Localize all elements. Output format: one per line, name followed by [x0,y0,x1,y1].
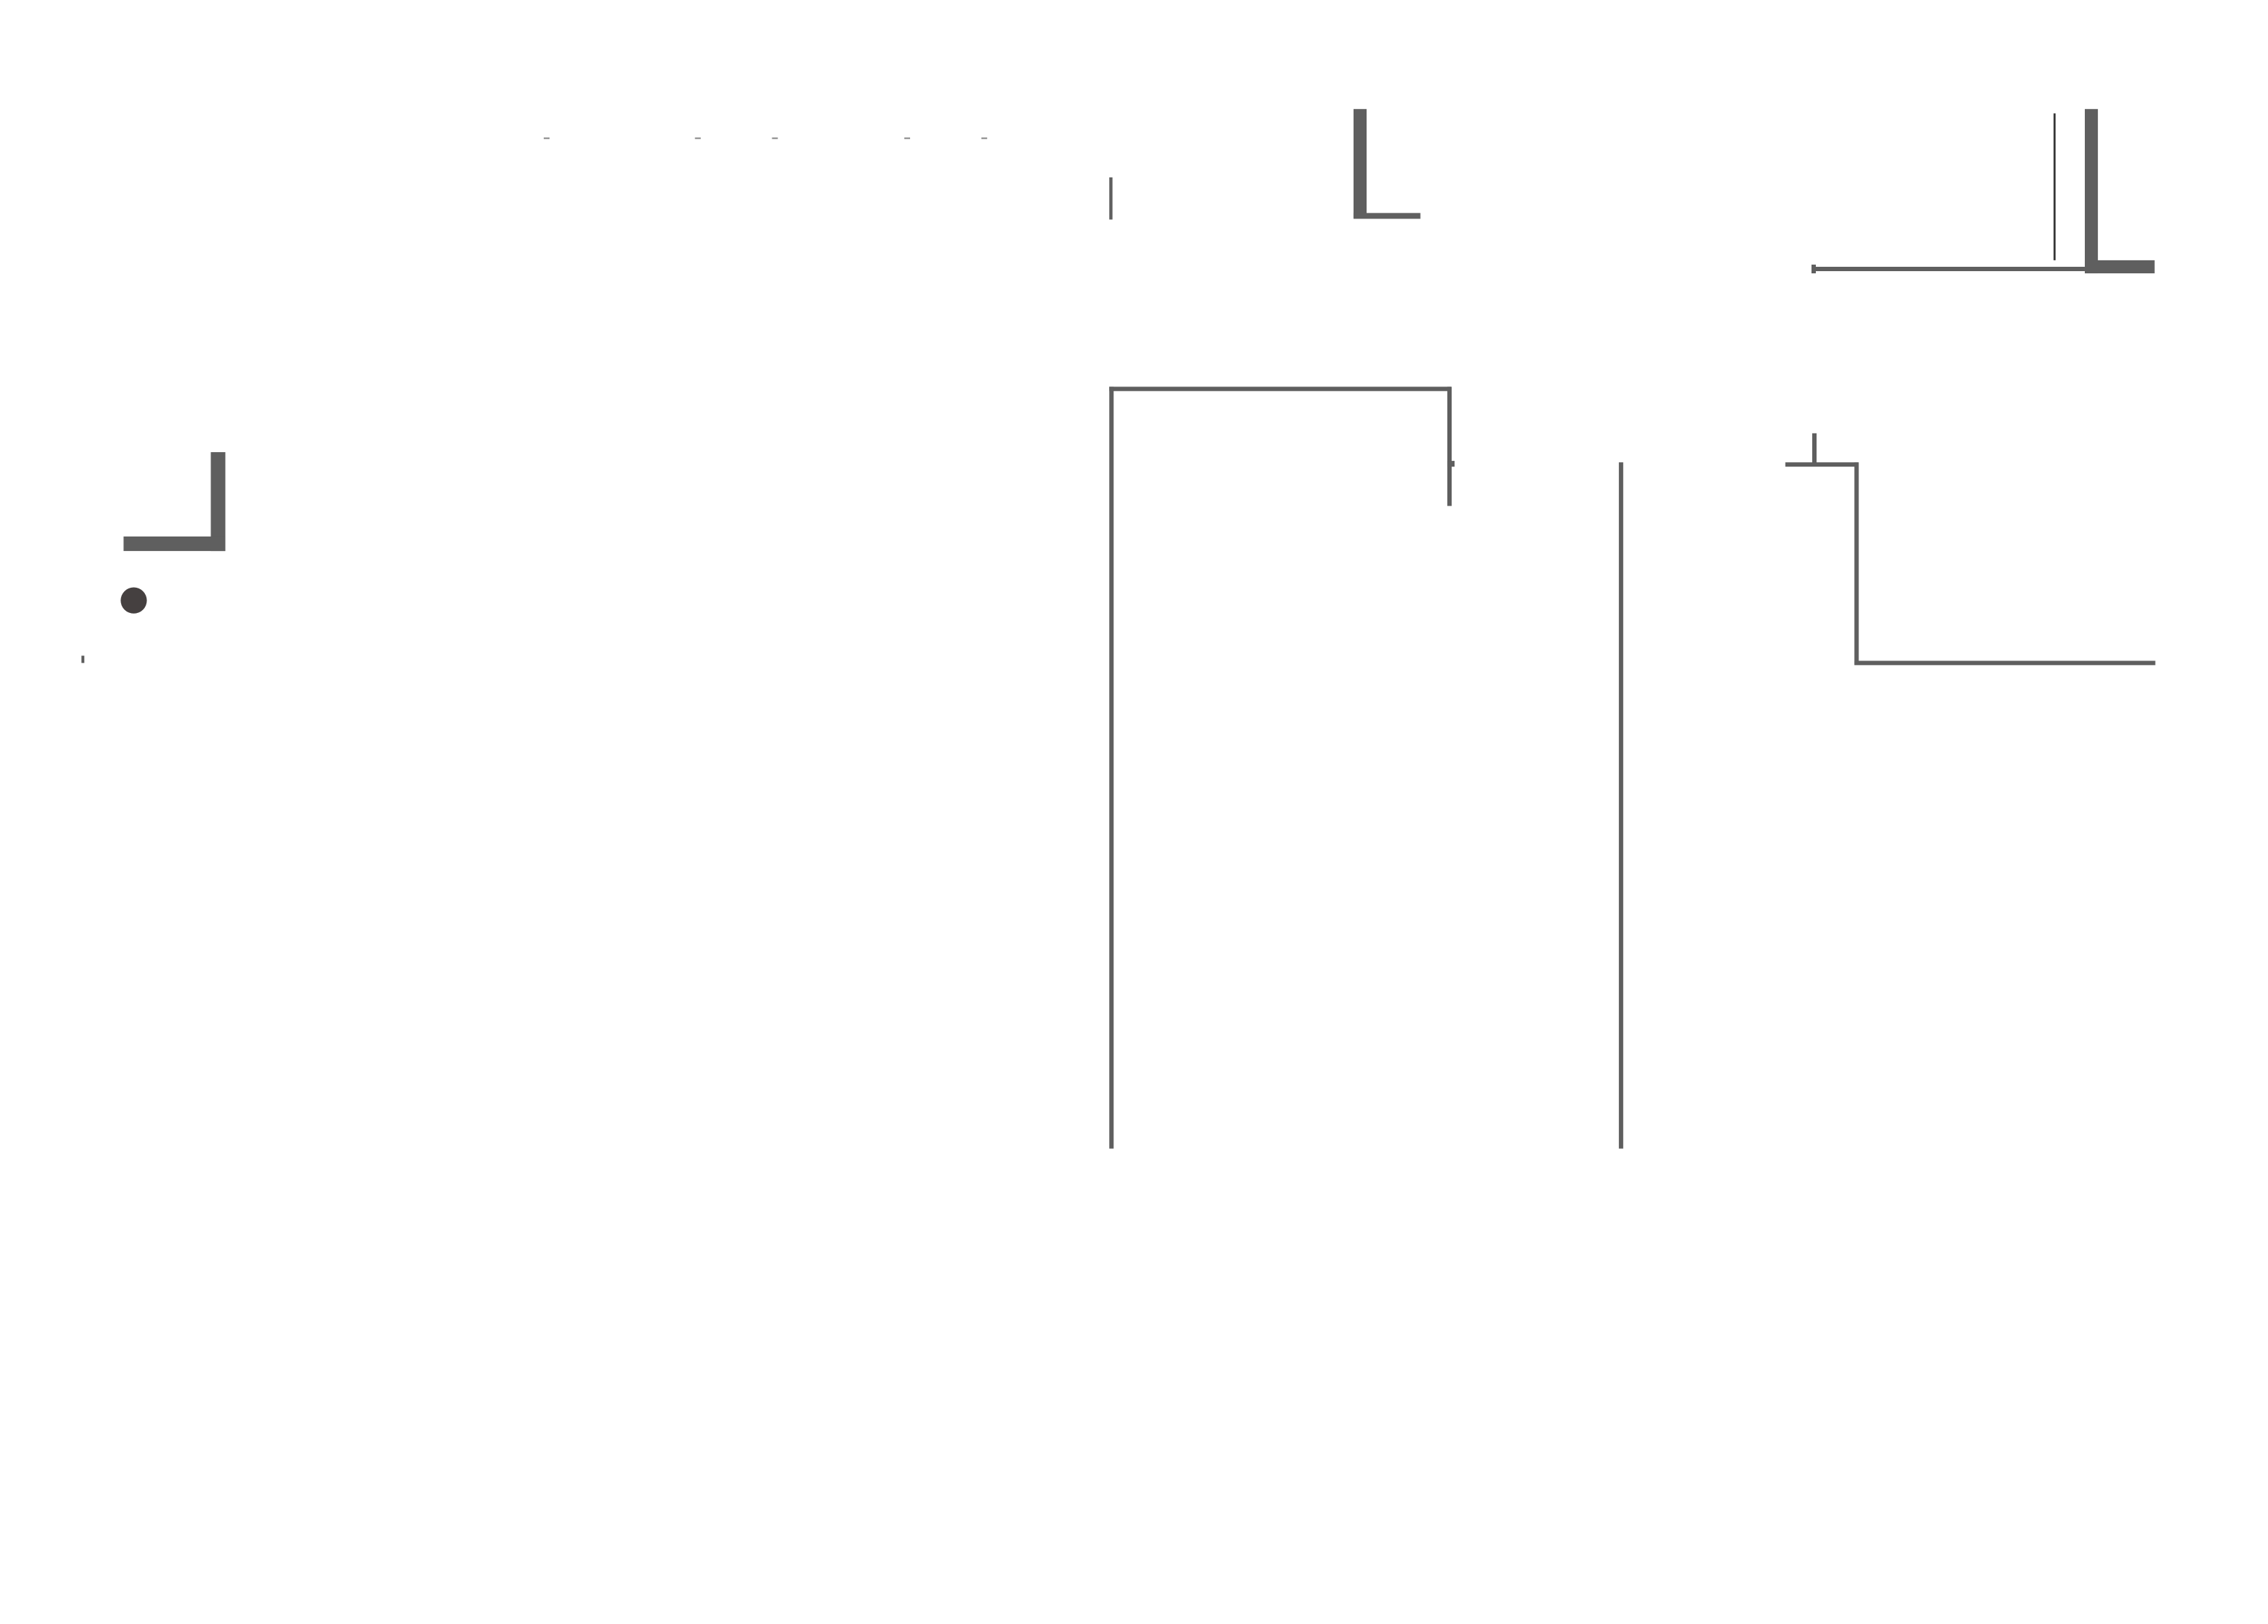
tick-mark-3 [904,137,911,139]
wall-segment-rect-right [1447,387,1452,506]
marker-dot [120,587,147,614]
tick-mark-2 [772,137,778,139]
wall-segment-left-horizontal [123,536,226,552]
wall-segment-rect-left [1109,387,1114,1149]
wall-segment-step-horizontal [1854,661,2156,666]
wall-segment-thin-vertical [2053,113,2056,260]
wall-segment-t-bar [1785,462,1858,467]
wall-segment-t-stem [1812,433,1817,464]
wall-segments [81,109,2156,1149]
tick-mark-1 [694,137,701,139]
wall-segment-left-vertical [211,452,226,552]
tick-mark-left [81,656,84,663]
tick-mark-4 [981,137,987,139]
wall-segment-l-vertical [1353,109,1367,219]
tick-mark-0 [543,137,550,139]
wall-segment-l-horizontal [1353,213,1421,219]
wall-segment-thick-horizontal [2084,260,2155,274]
wall-segment-long-horizontal [1814,266,2085,272]
wall-segment-rect-top [1109,387,1451,392]
wall-segment-rect-right-notch [1447,461,1455,467]
wall-segment-top-short [1109,177,1113,220]
wall-segment-step-vertical [1854,462,1859,665]
wall-segment-end-cap [1811,264,1817,274]
wall-segment-middle-vertical [1618,462,1623,1149]
wall-segment-thick-vertical [2084,109,2099,274]
